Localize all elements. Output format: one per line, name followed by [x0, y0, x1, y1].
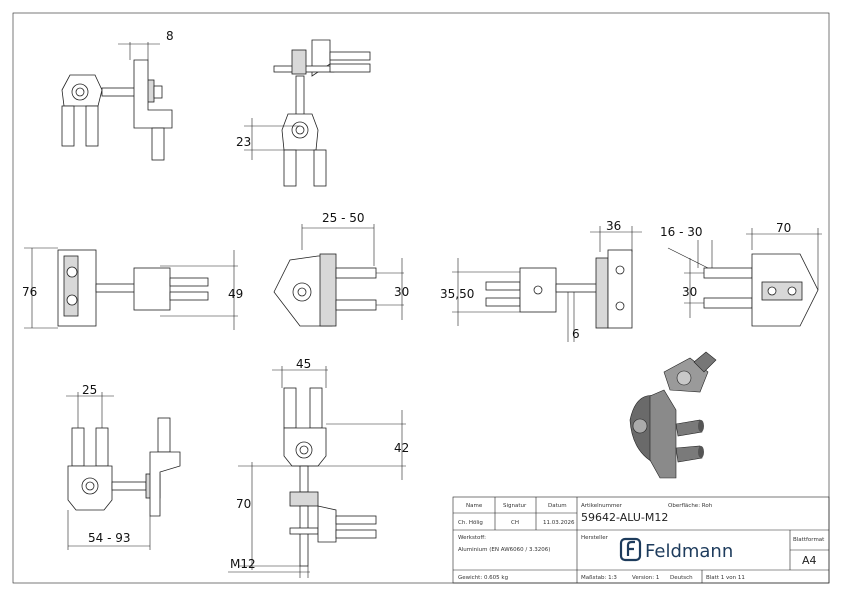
tb-weight: Gewicht: 0.605 kg: [458, 575, 508, 581]
dim-top-middle-height: 23: [236, 135, 251, 149]
logo-text: Feldmann: [645, 541, 733, 562]
tb-name: Ch. Hölig: [458, 520, 483, 526]
tb-format: A4: [802, 554, 817, 567]
tb-scale: Maßstab: 1:3: [581, 575, 617, 581]
tb-date: 11.03.2026: [543, 520, 575, 526]
view-middle-b: 35,50 36 6: [440, 219, 642, 342]
dim-bottom-left-range: 54 - 93: [88, 531, 131, 545]
title-block: Name Signatur Datum Ch. Hölig CH 11.03.2…: [452, 496, 830, 584]
tb-material-label: Werkstoff:: [458, 535, 486, 541]
tb-manufacturer-label: Hersteller: [581, 535, 609, 541]
view-left: 76 49: [22, 247, 243, 330]
tb-language: Deutsch: [670, 575, 693, 581]
dim-top-left-width: 8: [166, 29, 174, 43]
dim-middle-a-spacing: 30: [394, 285, 409, 299]
sheet-border: [12, 12, 830, 584]
dim-middle-b-height: 35,50: [440, 287, 474, 301]
dim-middle-a-width: 25 - 50: [322, 211, 365, 225]
dim-bottom-middle-height: 42: [394, 441, 409, 455]
view-bottom-middle: 45 42 70 M12: [228, 357, 409, 578]
tb-format-label: Blattformat: [793, 537, 825, 543]
dim-left-height: 76: [22, 285, 37, 299]
view-top-middle: 23: [236, 39, 371, 187]
dim-bottom-middle-width: 45: [296, 357, 311, 371]
view-isometric: [629, 351, 717, 479]
dim-middle-b-width: 36: [606, 219, 621, 233]
feldmann-logo: Feldmann: [619, 537, 733, 562]
view-middle-a: 25 - 50 30: [273, 211, 409, 327]
view-top-left: 8: [61, 29, 174, 161]
tb-article-label: Artikelnummer: [581, 503, 623, 509]
tb-surface: Oberfläche: Roh: [668, 503, 713, 509]
view-bottom-left: 25 54 - 93: [66, 383, 181, 550]
view-right: 16 - 30 70 30: [660, 221, 822, 327]
dim-bottom-left-spacing: 25: [82, 383, 97, 397]
tb-signature-label: Signatur: [503, 503, 527, 509]
dim-bottom-middle-lower: 70: [236, 497, 251, 511]
dim-left-offset: 49: [228, 287, 243, 301]
dim-thread: M12: [230, 557, 256, 571]
tb-article-number: 59642-ALU-M12: [581, 511, 668, 524]
tb-material: Aluminium (EN AW6060 / 3.3206): [458, 547, 550, 553]
tb-signature: CH: [511, 520, 519, 526]
dim-middle-b-small: 6: [572, 327, 580, 341]
tb-version: Version: 1: [632, 575, 659, 581]
dim-right-spacing: 30: [682, 285, 697, 299]
tb-date-label: Datum: [548, 503, 567, 509]
tb-sheet: Blatt 1 von 11: [706, 575, 745, 581]
dim-right-width: 70: [776, 221, 791, 235]
dim-right-range: 16 - 30: [660, 225, 703, 239]
tb-name-label: Name: [466, 503, 483, 509]
